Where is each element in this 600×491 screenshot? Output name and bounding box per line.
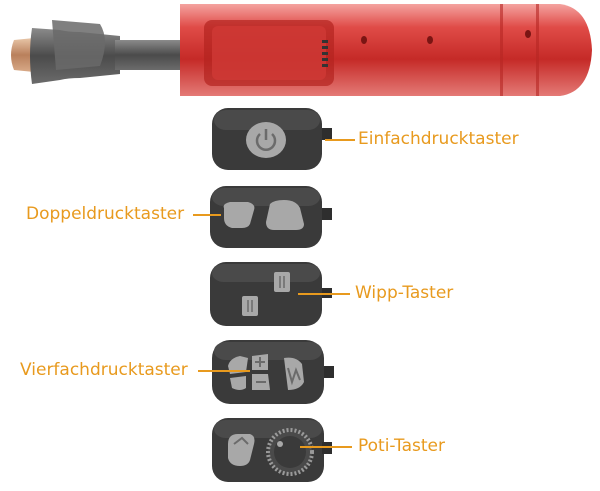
torch-tip — [11, 38, 34, 72]
leader-wipp — [298, 293, 350, 295]
leader-einfach — [325, 139, 355, 141]
left-button — [223, 202, 255, 228]
label-wipp-taster: Wipp-Taster — [355, 283, 454, 303]
label-poti-taster: Poti-Taster — [358, 436, 445, 456]
leader-doppel — [193, 214, 221, 216]
label-doppeldrucktaster: Doppeldrucktaster — [26, 204, 185, 224]
module-vierfachdrucktaster — [212, 340, 334, 404]
leader-vierfach — [198, 370, 250, 372]
module-doppeldrucktaster — [210, 186, 332, 248]
power-icon — [255, 129, 277, 151]
wave-icon — [287, 367, 301, 386]
module-einfachdrucktaster — [212, 108, 332, 170]
torch-neck — [115, 40, 185, 70]
label-einfachdrucktaster: Einfachdrucktaster — [358, 129, 519, 149]
welding-torch — [11, 4, 592, 96]
right-button — [266, 200, 304, 230]
plus-icon — [255, 357, 265, 367]
module-wipp-taster — [210, 262, 332, 326]
label-vierfachdrucktaster: Vierfachdrucktaster — [20, 360, 188, 380]
module-poti-taster — [212, 418, 332, 482]
leader-poti — [300, 446, 352, 448]
